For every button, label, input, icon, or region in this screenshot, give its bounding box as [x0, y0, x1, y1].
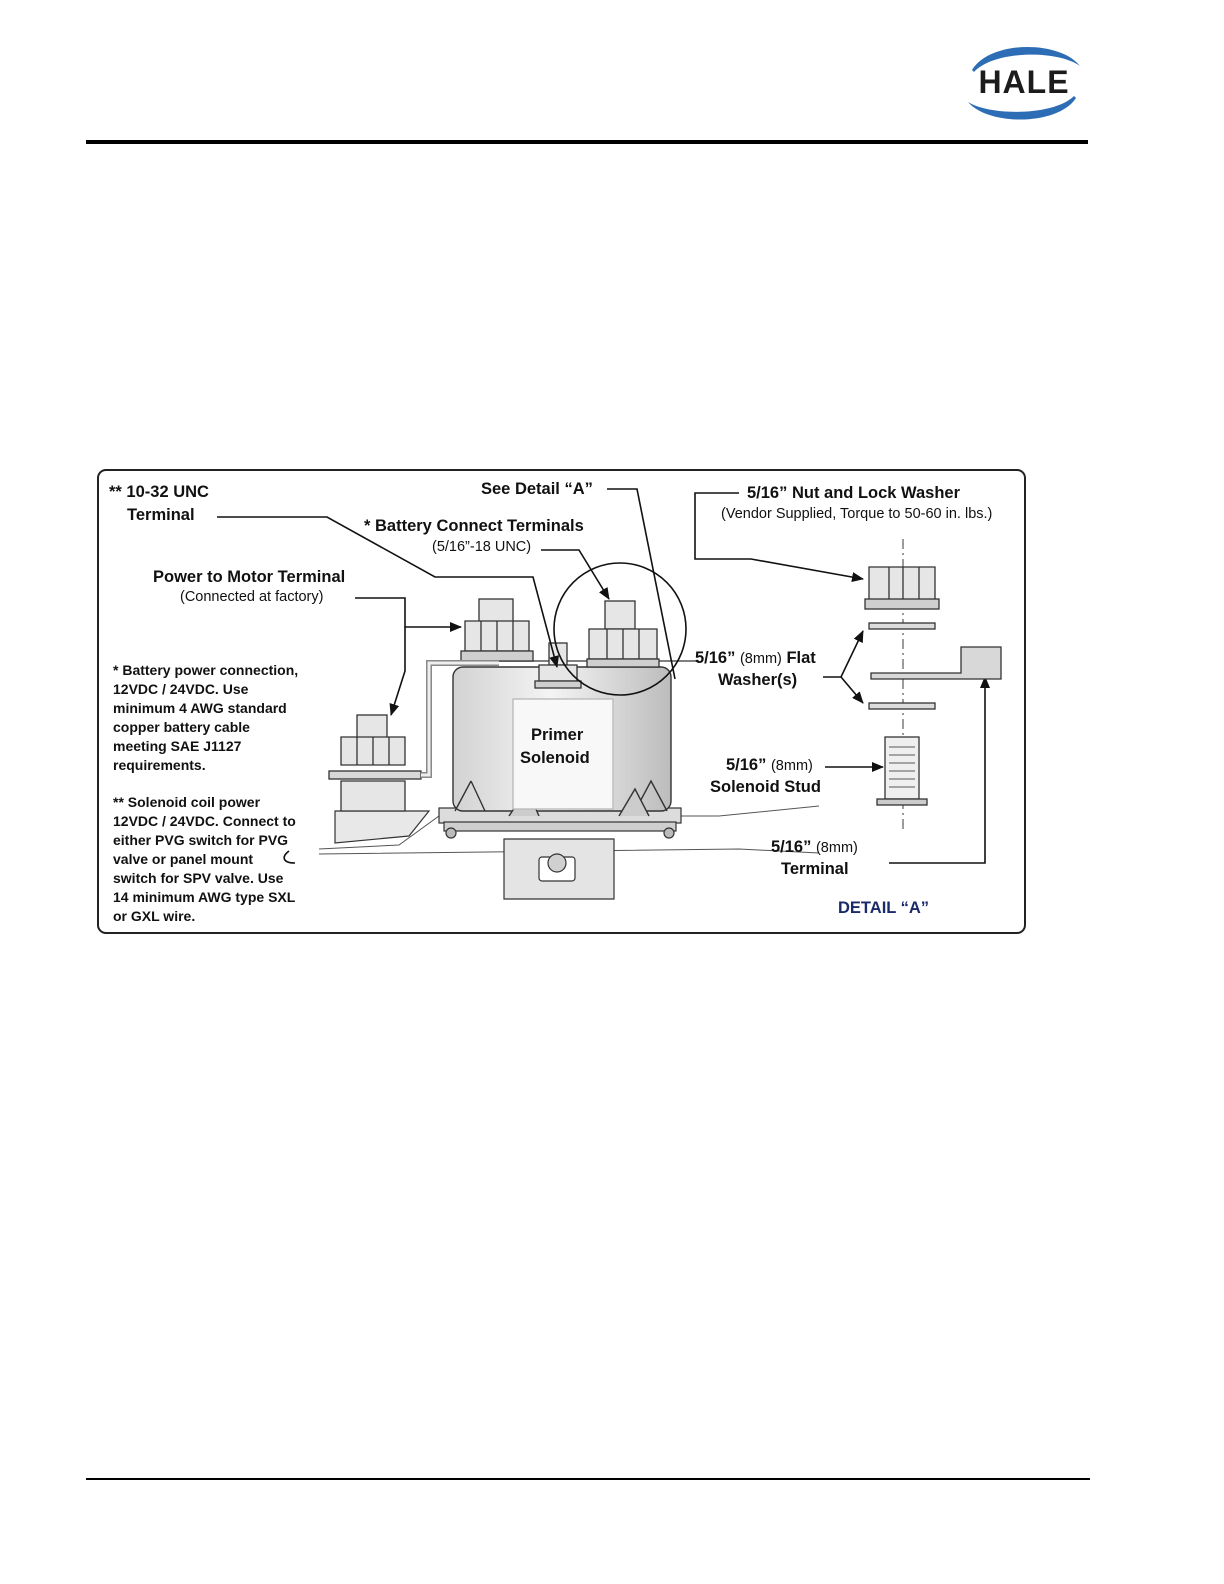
note-line: minimum 4 AWG standard — [113, 700, 287, 716]
flat-washer-label: 5/16” (8mm) Flat — [695, 649, 816, 668]
note-line: ** Solenoid coil power — [113, 794, 261, 810]
note-line: * Battery power connection, — [113, 662, 299, 678]
flat-washer-word: Flat — [786, 649, 816, 667]
note-line: meeting SAE J1127 — [113, 738, 242, 754]
coil-power-note: ** Solenoid coil power 12VDC / 24VDC. Co… — [113, 793, 296, 926]
primer-solenoid-label: Primer — [531, 726, 584, 744]
solenoid-body — [452, 660, 699, 817]
leader-lines — [217, 488, 990, 864]
flat-washer-size: 5/16” — [695, 649, 736, 667]
note-line: switch for SPV valve. Use — [113, 870, 284, 886]
battery-terminal-stud — [586, 600, 660, 668]
terminal-detail-label-line2: Terminal — [781, 860, 849, 878]
header-rule — [86, 140, 1088, 144]
primer-solenoid-diagram: ** 10-32 UNC Terminal See Detail “A” * B… — [97, 469, 1026, 934]
note-line: 12VDC / 24VDC. Use — [113, 681, 249, 697]
nut-lock-washer-sub-label: (Vendor Supplied, Torque to 50-60 in. lb… — [721, 506, 993, 522]
logo-swoosh-icon — [968, 46, 1080, 120]
note-line: copper battery cable — [113, 719, 250, 735]
hale-logo: HALE — [960, 40, 1088, 126]
power-motor-sub-label: (Connected at factory) — [180, 589, 324, 605]
detail-a-callout-circle — [553, 562, 687, 696]
note-line: requirements. — [113, 757, 206, 773]
terminal-detail-label: 5/16” (8mm) — [771, 838, 858, 857]
see-detail-label: See Detail “A” — [481, 480, 593, 498]
battery-power-note: * Battery power connection, 12VDC / 24VD… — [113, 661, 298, 775]
battery-connect-label: * Battery Connect Terminals — [364, 517, 584, 535]
solenoid-stud-label: 5/16” (8mm) — [726, 756, 813, 775]
note-line: valve or panel mount — [113, 851, 254, 867]
detail-a-title: DETAIL “A” — [838, 899, 930, 917]
flat-washer-label-line2: Washer(s) — [718, 671, 798, 689]
stud-mm: (8mm) — [770, 758, 813, 774]
note-line: 12VDC / 24VDC. Connect to — [113, 813, 296, 829]
footer-rule — [86, 1478, 1090, 1480]
solenoid-illustration — [217, 488, 1002, 900]
unc-terminal-label: ** 10-32 UNC — [109, 483, 209, 501]
solenoid-stud-label-line2: Solenoid Stud — [710, 778, 821, 796]
stud-size: 5/16” — [726, 756, 767, 774]
battery-connect-sub-label: (5/16”-18 UNC) — [432, 539, 532, 555]
terminal-mm: (8mm) — [815, 840, 858, 856]
note-line: either PVG switch for PVG — [113, 832, 289, 848]
power-motor-label: Power to Motor Terminal — [153, 568, 346, 586]
nut-lock-washer-label: 5/16” Nut and Lock Washer — [747, 484, 961, 502]
primer-solenoid-label-line2: Solenoid — [520, 749, 590, 767]
flat-washer-mm: (8mm) — [739, 651, 782, 667]
motor-terminal-stud — [460, 598, 534, 662]
power-terminal-assembly — [328, 660, 499, 812]
unc-terminal-label-line2: Terminal — [127, 506, 195, 524]
logo-text: HALE — [978, 64, 1070, 100]
note-line: or GXL wire. — [113, 908, 196, 924]
terminal-size: 5/16” — [771, 838, 812, 856]
detail-a-exploded-parts — [864, 539, 1002, 831]
note-line: 14 minimum AWG type SXL — [113, 889, 296, 905]
